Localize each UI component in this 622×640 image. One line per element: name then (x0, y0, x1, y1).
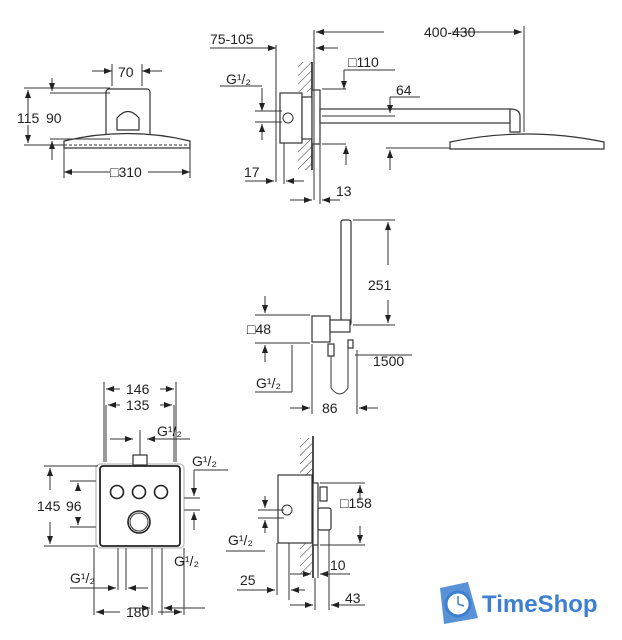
dim-86: 86 (322, 400, 338, 416)
dim-135: 135 (126, 397, 150, 413)
dim-13: 13 (336, 183, 352, 199)
dim-10: 10 (330, 557, 346, 573)
thread-top: G¹/₂ (157, 423, 182, 439)
dim-251: 251 (368, 277, 392, 293)
valve-side-view: □158 G¹/₂ 25 10 43 (226, 436, 372, 610)
dim-70: 70 (118, 64, 134, 80)
dim-158: □158 (340, 495, 372, 511)
dim-90: 90 (46, 110, 62, 126)
dim-25: 25 (240, 572, 256, 588)
dim-310: □310 (110, 164, 142, 180)
dim-110: □110 (348, 54, 379, 70)
thread-bottom-right: G¹/₂ (174, 553, 199, 569)
dim-96: 96 (66, 498, 82, 514)
dim-75-105: 75-105 (210, 31, 254, 47)
dim-17: 17 (244, 164, 260, 180)
thread-right: G¹/₂ (192, 453, 217, 469)
dim-115: 115 (17, 110, 40, 126)
dim-145: 145 (37, 498, 61, 514)
thread-bottom-left: G¹/₂ (70, 570, 95, 586)
dim-48: □48 (247, 321, 271, 337)
valve-front-view: 146 135 G¹/₂ G¹/₂ 145 96 G¹/₂ G¹/₂ 180 (37, 381, 228, 620)
dim-180: 180 (126, 604, 150, 620)
dim-1500: 1500 (373, 353, 404, 369)
dim-146: 146 (126, 381, 150, 397)
thread-g12: G¹/₂ (226, 71, 251, 87)
hand-shower-view: 251 □48 1500 G¹/₂ 86 (247, 219, 412, 416)
thread-g12: G¹/₂ (256, 375, 281, 391)
shower-head-front-view: 70 115 90 □310 (17, 64, 191, 180)
timeshop-logo: TimeShop (440, 582, 598, 624)
thread-g12: G¹/₂ (228, 532, 253, 548)
dim-43: 43 (345, 590, 361, 606)
dim-64: 64 (396, 82, 412, 98)
dim-400-430: 400-430 (424, 24, 476, 40)
logo-text: TimeShop (482, 591, 598, 618)
shower-arm-side-view: 400-430 75-105 □110 64 G¹/₂ 17 13 (210, 24, 605, 204)
